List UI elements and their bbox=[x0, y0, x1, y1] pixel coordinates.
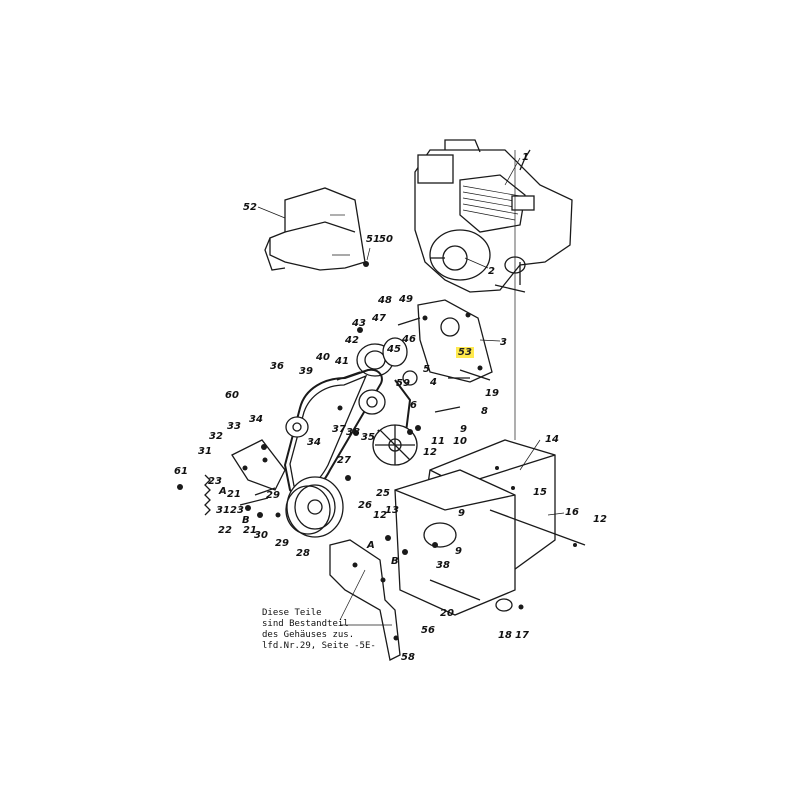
callout-1: 1 bbox=[522, 152, 529, 163]
callout-41: 41 bbox=[335, 356, 349, 367]
callout-49: 49 bbox=[399, 294, 413, 305]
fasteners bbox=[337, 317, 577, 547]
callout-18: 18 bbox=[498, 630, 512, 641]
callout-51: 51 bbox=[366, 234, 380, 245]
callout-29: 29 bbox=[275, 538, 289, 549]
callout-26: 26 bbox=[358, 500, 372, 511]
belt-cover bbox=[264, 187, 369, 271]
callout-32: 32 bbox=[209, 431, 223, 442]
callout-label-b: B bbox=[242, 515, 250, 526]
callout-10: 10 bbox=[453, 436, 467, 447]
callout-12: 12 bbox=[593, 514, 607, 525]
callout-56: 56 bbox=[421, 625, 435, 636]
callout-21: 21 bbox=[227, 489, 241, 500]
callout-16: 16 bbox=[565, 507, 579, 518]
idler-bracket bbox=[177, 439, 286, 518]
callout-12: 12 bbox=[373, 510, 387, 521]
callout-3: 3 bbox=[500, 337, 507, 348]
callout-36: 36 bbox=[270, 361, 284, 372]
callout-45: 45 bbox=[387, 344, 401, 355]
callout-9: 9 bbox=[458, 508, 465, 519]
callout-label-b: B bbox=[391, 556, 399, 567]
callout-31: 31 bbox=[216, 505, 230, 516]
drive-wheel bbox=[372, 424, 418, 466]
callout-40: 40 bbox=[316, 352, 330, 363]
callout-39: 39 bbox=[299, 366, 313, 377]
callout-25: 25 bbox=[376, 488, 390, 499]
callout-6: 6 bbox=[410, 400, 417, 411]
callout-30: 30 bbox=[254, 530, 268, 541]
callout-22: 22 bbox=[218, 525, 232, 536]
callout-2: 2 bbox=[488, 266, 495, 277]
callout-52: 52 bbox=[243, 202, 257, 213]
callout-13: 13 bbox=[385, 505, 399, 516]
callout-61: 61 bbox=[174, 466, 188, 477]
callout-14: 14 bbox=[545, 434, 559, 445]
callout-21: 21 bbox=[243, 525, 257, 536]
callout-46: 46 bbox=[402, 334, 416, 345]
callout-38: 38 bbox=[436, 560, 450, 571]
callout-17: 17 bbox=[515, 630, 529, 641]
callout-23: 23 bbox=[208, 476, 222, 487]
note-line: des Gehäuses zus. bbox=[262, 630, 355, 640]
callout-label-a: A bbox=[367, 540, 375, 551]
callout-11: 11 bbox=[431, 436, 445, 447]
callout-37: 37 bbox=[332, 424, 346, 435]
callout-27: 27 bbox=[337, 455, 351, 466]
callout-12: 12 bbox=[423, 447, 437, 458]
callout-53-highlighted: 53 bbox=[456, 347, 474, 358]
callout-34: 34 bbox=[249, 414, 263, 425]
housing bbox=[394, 439, 586, 616]
callout-9: 9 bbox=[455, 546, 462, 557]
callout-58: 58 bbox=[401, 652, 415, 663]
callout-31: 31 bbox=[198, 446, 212, 457]
note-line: lfd.Nr.29, Seite -5E- bbox=[262, 641, 376, 651]
callout-8: 8 bbox=[481, 406, 488, 417]
callout-42: 42 bbox=[345, 335, 359, 346]
callout-59: 59 bbox=[396, 378, 410, 389]
frame-brackets bbox=[329, 535, 408, 661]
callout-35: 35 bbox=[361, 432, 375, 443]
callout-33: 33 bbox=[227, 421, 241, 432]
callout-15: 15 bbox=[533, 487, 547, 498]
callout-60: 60 bbox=[225, 390, 239, 401]
drive-pulley bbox=[336, 327, 418, 386]
callout-5: 5 bbox=[423, 364, 430, 375]
callout-20: 20 bbox=[440, 608, 454, 619]
callout-43: 43 bbox=[352, 318, 366, 329]
callout-38: 38 bbox=[346, 427, 360, 438]
callout-28: 28 bbox=[296, 548, 310, 559]
callout-34: 34 bbox=[307, 437, 321, 448]
note-line: Diese Teile bbox=[262, 608, 322, 618]
leader-lines bbox=[257, 150, 565, 626]
callout-23: 23 bbox=[230, 505, 244, 516]
callout-48: 48 bbox=[378, 295, 392, 306]
housing-note: Diese Teile sind Bestandteil des Gehäuse… bbox=[262, 608, 412, 652]
large-pulley bbox=[285, 476, 344, 538]
callout-label-a: A bbox=[219, 486, 227, 497]
callout-19: 19 bbox=[485, 388, 499, 399]
callout-47: 47 bbox=[372, 313, 386, 324]
mounting-plate bbox=[417, 299, 493, 383]
callout-4: 4 bbox=[430, 377, 437, 388]
callout-9: 9 bbox=[460, 424, 467, 435]
note-line: sind Bestandteil bbox=[262, 619, 349, 629]
engine bbox=[414, 139, 573, 293]
callout-29: 29 bbox=[266, 490, 280, 501]
callout-50: 50 bbox=[379, 234, 393, 245]
